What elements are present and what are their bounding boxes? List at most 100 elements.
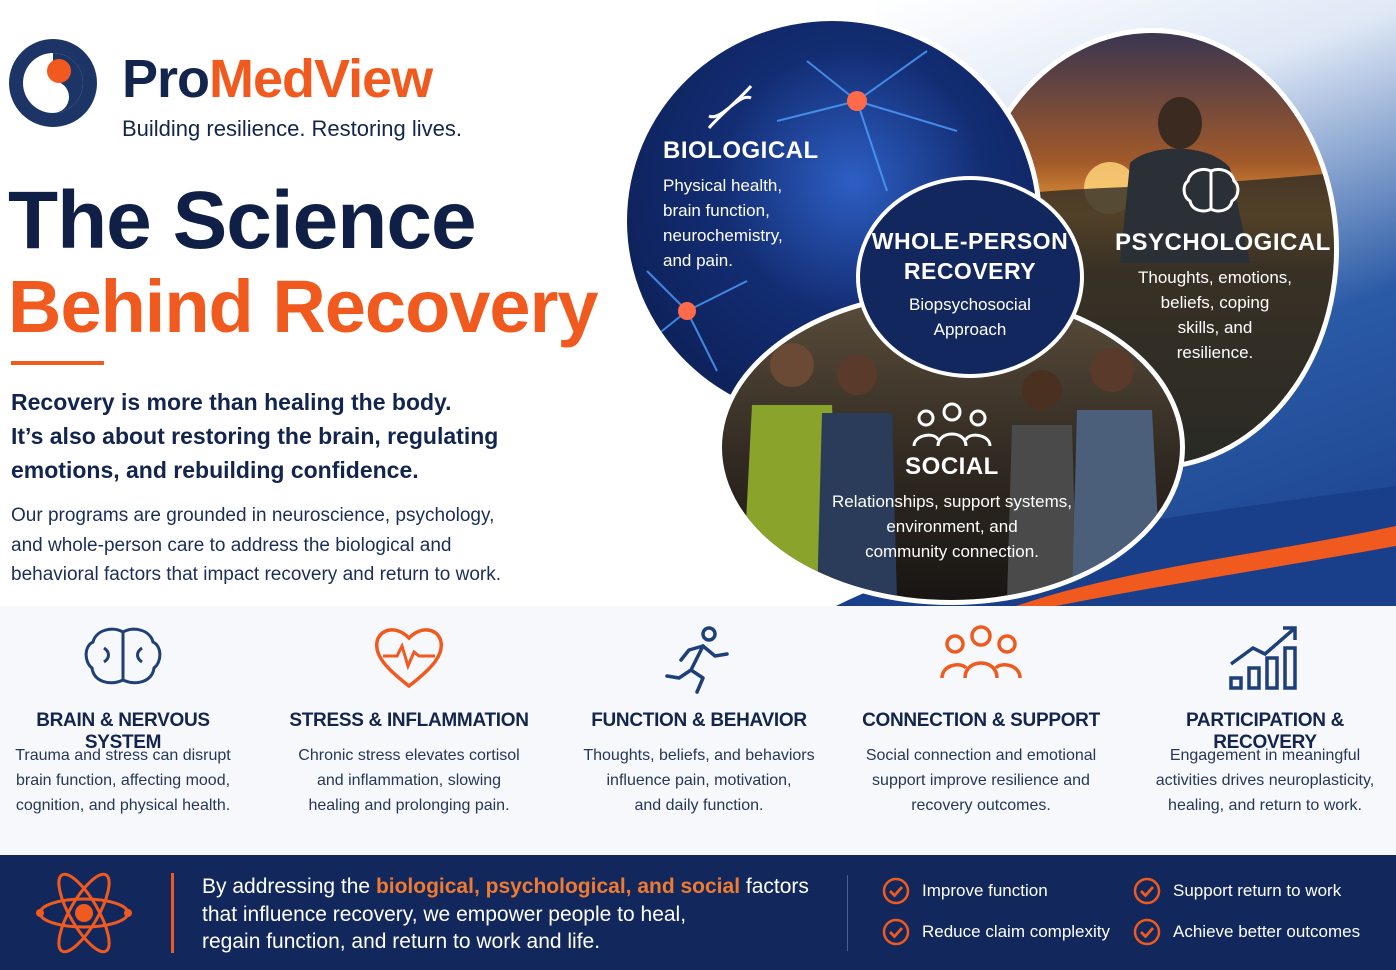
desc-line: Engagement in meaningful (1169, 747, 1361, 764)
desc-line: and inflammation, slowing (316, 772, 502, 789)
promedview-logo-icon (9, 39, 97, 127)
check-circle-icon (882, 877, 910, 905)
brand-name: ProMedView (122, 48, 433, 110)
body-line: and whole-person care to address the bio… (11, 534, 452, 556)
lead-paragraph: Recovery is more than healing the body. … (11, 385, 571, 487)
check-circle-icon (882, 918, 910, 946)
check-item: Achieve better outcomes (1133, 918, 1360, 946)
brain-icon (84, 627, 162, 685)
pillar-stress: STRESS & INFLAMMATION Chronic stress ele… (282, 606, 536, 852)
check-label: Support return to work (1173, 881, 1342, 900)
check-item: Improve function (882, 877, 1048, 905)
pillar-description: Social connection and emotional support … (858, 743, 1104, 818)
desc-line: brain function, (663, 201, 770, 220)
footer-text: factors (740, 875, 809, 898)
desc-line: healing and prolonging pain. (308, 797, 510, 814)
desc-line: brain function, affecting mood, (15, 772, 231, 789)
social-circle: SOCIAL Relationships, support systems, e… (717, 290, 1185, 605)
desc-line: Thoughts, emotions, (1137, 268, 1293, 287)
psychological-heading: PSYCHOLOGICAL (1115, 229, 1331, 256)
heading-line: RECOVERY (903, 258, 1037, 284)
biological-heading: BIOLOGICAL (663, 137, 819, 164)
desc-line: resilience. (1176, 343, 1254, 362)
desc-line: skills, and (1177, 318, 1253, 337)
desc-line: and daily function. (634, 797, 764, 814)
check-item: Support return to work (1133, 877, 1341, 905)
pillar-description: Chronic stress elevates cortisol and inf… (290, 743, 528, 818)
brand-name-part2: MedView (209, 49, 433, 109)
desc-line: support improve resilience and (872, 772, 1090, 789)
pillar-description: Thoughts, beliefs, and behaviors influen… (575, 743, 823, 818)
footer-text: By addressing the (202, 875, 376, 898)
desc-line: environment, and (886, 517, 1018, 536)
title-underline (11, 361, 104, 365)
social-text: SOCIAL Relationships, support systems, e… (817, 453, 1087, 564)
pillar-description: Engagement in meaningful activities driv… (1144, 743, 1386, 818)
whole-person-circle: WHOLE-PERSON RECOVERY Biopsychosocial Ap… (856, 176, 1084, 378)
people-icon (912, 402, 992, 447)
desc-line: community connection. (865, 542, 1039, 561)
whole-person-heading: WHOLE-PERSON RECOVERY (860, 226, 1080, 286)
body-line: Our programs are grounded in neuroscienc… (11, 505, 495, 526)
neuron-image (636, 50, 958, 372)
pillar-heading: FUNCTION & BEHAVIOR (591, 710, 807, 731)
biological-text: BIOLOGICAL Physical health, brain functi… (663, 137, 863, 273)
pillar-heading: CONNECTION & SUPPORT (862, 710, 1100, 731)
group-people-image (722, 295, 1180, 600)
pillar-heading: BRAIN & NERVOUS SYSTEM (36, 710, 210, 753)
heart-pulse-icon (374, 628, 444, 689)
atom-icon (36, 872, 132, 954)
desc-line: Social connection and emotional (865, 747, 1097, 764)
desc-line: Relationships, support systems, (832, 492, 1072, 511)
pillar-description: Trauma and stress can disrupt brain func… (8, 743, 238, 818)
footer-message: By addressing the biological, psychologi… (202, 873, 832, 956)
bar-chart-growth-icon (1229, 626, 1297, 690)
check-label: Reduce claim complexity (922, 922, 1111, 941)
whole-person-text: WHOLE-PERSON RECOVERY Biopsychosocial Ap… (860, 226, 1080, 342)
desc-line: neurochemistry, (663, 226, 783, 245)
desc-line: and pain. (663, 251, 733, 270)
brain-outline-icon (1182, 167, 1240, 213)
psychological-description: Thoughts, emotions, beliefs, coping skil… (1115, 265, 1315, 365)
desc-line: Biopsychosocial (909, 295, 1031, 314)
social-description: Relationships, support systems, environm… (817, 489, 1087, 564)
check-label: Achieve better outcomes (1173, 922, 1361, 941)
pillar-brain: BRAIN & NERVOUS SYSTEM Trauma and stress… (0, 606, 246, 852)
check-circle-icon (1133, 877, 1161, 905)
lead-line: It’s also about restoring the brain, reg… (11, 423, 499, 449)
pillars-section: BRAIN & NERVOUS SYSTEM Trauma and stress… (0, 606, 1396, 852)
pillar-heading: PARTICIPATION & RECOVERY (1185, 710, 1345, 753)
brand-tagline: Building resilience. Restoring lives. (122, 116, 462, 141)
running-person-icon (665, 626, 729, 694)
footer-message-line: By addressing the biological, psychologi… (202, 873, 832, 901)
page-title-line1: The Science (8, 175, 477, 266)
brand-name-part1: Pro (122, 49, 210, 109)
body-line: behavioral factors that impact recovery … (11, 564, 502, 585)
pillar-function: FUNCTION & BEHAVIOR Thoughts, beliefs, a… (567, 606, 831, 852)
lead-line: Recovery is more than healing the body. (11, 389, 452, 415)
desc-line: healing, and return to work. (1168, 797, 1362, 814)
lead-line: emotions, and rebuilding confidence. (11, 457, 419, 483)
check-label: Improve function (922, 881, 1048, 900)
desc-line: activities drives neuroplasticity, (1155, 772, 1375, 789)
whole-person-description: Biopsychosocial Approach (860, 292, 1080, 342)
footer-divider (847, 875, 848, 951)
social-heading: SOCIAL (905, 453, 999, 480)
dna-icon (707, 85, 753, 129)
desc-line: recovery outcomes. (911, 797, 1051, 814)
biological-description: Physical health, brain function, neuroch… (663, 173, 863, 273)
check-circle-icon (1133, 918, 1161, 946)
psychological-text: PSYCHOLOGICAL Thoughts, emotions, belief… (1115, 229, 1331, 365)
pillar-participation: PARTICIPATION & RECOVERY Engagement in m… (1136, 606, 1394, 852)
desc-line: influence pain, motivation, (606, 772, 792, 789)
people-group-icon (940, 625, 1022, 679)
pillar-heading: STRESS & INFLAMMATION (289, 710, 529, 731)
heading-line: WHOLE-PERSON (871, 228, 1069, 254)
footer-highlight: biological, psychological, and social (375, 875, 741, 898)
desc-line: Thoughts, beliefs, and behaviors (583, 747, 815, 764)
desc-line: Approach (933, 320, 1007, 339)
check-item: Reduce claim complexity (882, 918, 1110, 946)
desc-line: cognition, and physical health. (15, 797, 231, 814)
desc-line: Trauma and stress can disrupt (15, 747, 231, 764)
footer-accent-line (171, 873, 174, 953)
